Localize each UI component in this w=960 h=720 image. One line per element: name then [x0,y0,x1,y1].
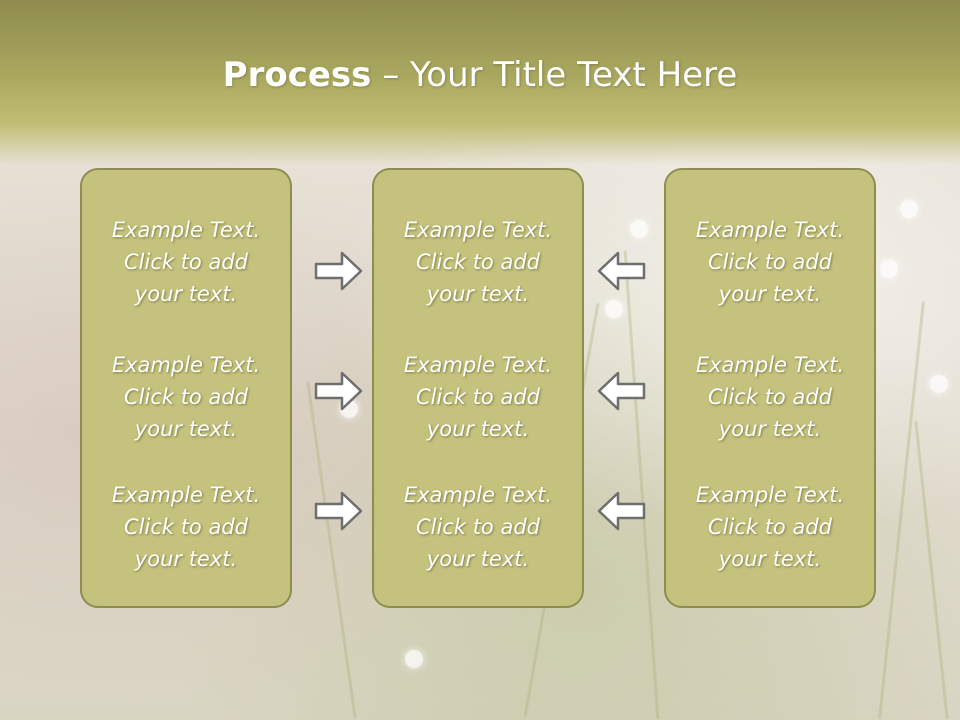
text-line: Example Text. [111,483,261,507]
text-block[interactable]: Example Text. Click to add your text. [82,214,290,310]
stem-decoration [914,420,949,720]
text-line: your text. [134,282,238,306]
stem-decoration [623,250,660,720]
process-box-right[interactable]: Example Text. Click to add your text. Ex… [664,168,876,608]
stem-decoration [878,300,925,720]
text-line: your text. [718,547,822,571]
text-line: your text. [718,417,822,441]
title-bold-text: Process [222,55,372,95]
title-dash: – [382,55,400,95]
text-line: Example Text. [111,353,261,377]
text-line: Click to add [415,515,540,539]
arrow-left-icon[interactable] [596,370,646,412]
text-line: your text. [426,547,530,571]
text-line: Click to add [415,250,540,274]
text-block[interactable]: Example Text. Click to add your text. [666,214,874,310]
text-line: Example Text. [695,218,845,242]
arrow-right-icon[interactable] [314,250,364,292]
flower-decoration [900,200,918,218]
text-line: Example Text. [695,353,845,377]
text-block[interactable]: Example Text. Click to add your text. [374,479,582,575]
text-line: Example Text. [695,483,845,507]
arrow-right-icon[interactable] [314,490,364,532]
arrow-left-icon[interactable] [596,250,646,292]
flower-decoration [405,650,423,668]
flower-decoration [630,220,648,238]
process-box-left[interactable]: Example Text. Click to add your text. Ex… [80,168,292,608]
flower-decoration [880,260,898,278]
text-line: your text. [426,282,530,306]
text-line: Click to add [707,250,832,274]
text-line: Click to add [707,385,832,409]
text-block[interactable]: Example Text. Click to add your text. [374,349,582,445]
text-block[interactable]: Example Text. Click to add your text. [82,479,290,575]
text-line: Click to add [415,385,540,409]
text-line: your text. [718,282,822,306]
text-line: Click to add [707,515,832,539]
text-line: Example Text. [403,353,553,377]
title-band [0,0,960,165]
title-text: Your Title Text Here [410,55,738,95]
arrow-right-icon[interactable] [314,370,364,412]
flower-decoration [930,375,948,393]
text-line: Click to add [123,385,248,409]
flower-decoration [605,300,623,318]
text-line: Example Text. [403,483,553,507]
text-line: your text. [426,417,530,441]
arrow-left-icon[interactable] [596,490,646,532]
text-line: Example Text. [403,218,553,242]
text-line: Example Text. [111,218,261,242]
text-line: Click to add [123,250,248,274]
text-line: your text. [134,547,238,571]
slide-title[interactable]: Process – Your Title Text Here [0,52,960,98]
text-block[interactable]: Example Text. Click to add your text. [82,349,290,445]
text-line: Click to add [123,515,248,539]
text-block[interactable]: Example Text. Click to add your text. [666,479,874,575]
text-block[interactable]: Example Text. Click to add your text. [666,349,874,445]
text-block[interactable]: Example Text. Click to add your text. [374,214,582,310]
stem-decoration [306,381,357,719]
text-line: your text. [134,417,238,441]
process-box-middle[interactable]: Example Text. Click to add your text. Ex… [372,168,584,608]
